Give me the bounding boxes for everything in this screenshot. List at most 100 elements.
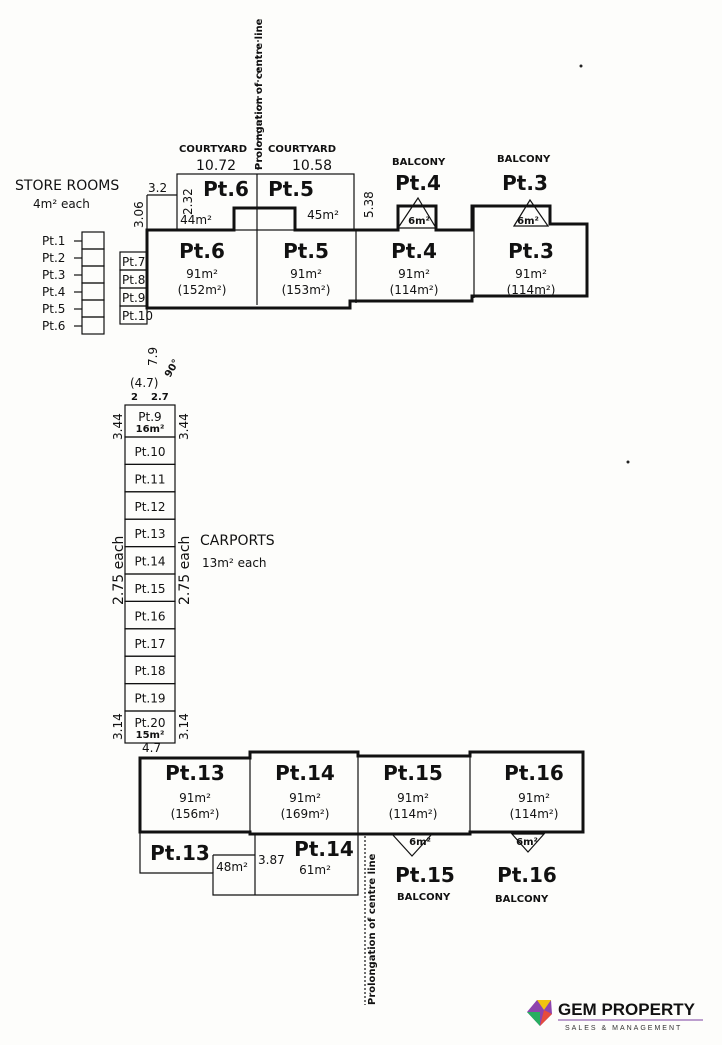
unit-total: (152m²) [178, 283, 227, 297]
top-unit-labels: Pt.6 91m² (152m²) Pt.5 91m² (153m²) Pt.4 91m² (1… [178, 171, 556, 297]
dim-3-87: 3.87 [258, 853, 285, 867]
courtyard-unit-label: Pt.5 [268, 177, 314, 201]
unit-label: Pt.16 [504, 761, 564, 785]
dim-4-7-paren: (4.7) [130, 376, 158, 390]
balcony-unit-label: Pt.16 [497, 863, 557, 887]
balcony-label-pt4: BALCONY [392, 157, 446, 168]
logo-name: GEM PROPERTY [558, 1000, 696, 1019]
balcony-area: 6m² [517, 216, 539, 227]
carport-label: Pt.11 [134, 472, 165, 486]
courtyard-unit-label: Pt.13 [150, 841, 210, 865]
carport-label: Pt.20 [134, 716, 165, 730]
courtyard-boundary [176, 173, 355, 231]
dim-10-58: 10.58 [292, 158, 332, 174]
carport-label: Pt.19 [134, 692, 165, 706]
angle-90: 90° [163, 358, 182, 380]
top-building-outline [145, 204, 589, 310]
unit-area: 91m² [186, 267, 218, 281]
balcony-pt15 [390, 833, 434, 857]
speck [626, 460, 630, 464]
dim-5-38: 5.38 [362, 191, 376, 218]
unit-total: (114m²) [389, 807, 438, 821]
unit-label: Pt.6 [179, 239, 225, 263]
unit-total: (114m²) [507, 283, 556, 297]
carport-area: 16m² [136, 424, 165, 435]
courtyard-area: 45m² [307, 208, 339, 222]
store-rooms-each: 4m² each [33, 197, 90, 211]
balcony-pt16 [510, 833, 546, 853]
balcony-label-pt15: BALCONY [397, 892, 451, 903]
carport-label: Pt.17 [134, 637, 165, 651]
dim-3-2: 3.2 [148, 181, 167, 195]
carport-label: Pt.16 [134, 609, 165, 623]
unit-label: Pt.13 [165, 761, 225, 785]
dim-2-75-right: 2.75 each [177, 536, 193, 605]
unit-label: Pt.15 [383, 761, 443, 785]
unit-total: (156m²) [171, 807, 220, 821]
carport-label: Pt.10 [134, 445, 165, 459]
carports-title: CARPORTS [200, 533, 275, 549]
store-room-label: Pt.1 [42, 234, 65, 248]
unit-label: Pt.14 [275, 761, 335, 785]
carport-label: Pt.9 [138, 410, 161, 424]
courtyard-label-2: COURTYARD [268, 144, 336, 155]
dim-2-75-left: 2.75 each [111, 536, 127, 605]
small-lot-label: Pt.10 [122, 309, 153, 323]
carport-label: Pt.18 [134, 664, 165, 678]
store-room-box [81, 299, 105, 318]
store-room-label: Pt.3 [42, 268, 65, 282]
balcony-unit-label: Pt.3 [502, 171, 548, 195]
carports-each: 13m² each [202, 556, 267, 570]
gem-property-logo: GEM PROPERTY SALES & MANAGEMENT [527, 1000, 703, 1032]
balcony-pt3 [512, 198, 550, 227]
store-room-box [81, 248, 105, 267]
store-rooms-column: Pt.1Pt.2Pt.3Pt.4Pt.5Pt.6 [42, 231, 105, 335]
carport-area: 15m² [136, 730, 165, 741]
dim-7-9: 7.9 [146, 347, 160, 366]
store-room-box [81, 282, 105, 301]
bottom-building-outline [138, 750, 585, 836]
courtyard-unit-label: Pt.14 [294, 837, 354, 861]
carport-label: Pt.13 [134, 527, 165, 541]
balcony-pt4 [396, 196, 438, 229]
unit-label: Pt.3 [508, 239, 554, 263]
small-lot-label: Pt.9 [122, 291, 145, 305]
balcony-label-pt3: BALCONY [497, 154, 551, 165]
unit-total: (169m²) [281, 807, 330, 821]
bottom-unit-labels: Pt.1391m²(156m²)Pt.1491m²(169m²)Pt.1591m… [150, 761, 564, 887]
dim-4-7: 4.7 [142, 741, 161, 755]
unit-area: 91m² [398, 267, 430, 281]
dim-2-7: 2.7 [151, 392, 169, 403]
dim-3-44-right: 3.44 [177, 413, 191, 440]
store-room-label: Pt.4 [42, 285, 65, 299]
dim-10-72: 10.72 [196, 158, 236, 174]
unit-label: Pt.4 [391, 239, 437, 263]
speck [579, 64, 583, 68]
unit-area: 91m² [518, 791, 550, 805]
balcony-area: 6m² [409, 837, 431, 848]
unit-label: Pt.5 [283, 239, 329, 263]
balcony-unit-label: Pt.4 [395, 171, 441, 195]
carport-label: Pt.12 [134, 500, 165, 514]
carport-label: Pt.14 [134, 555, 165, 569]
unit-total: (153m²) [282, 283, 331, 297]
dim-2: 2 [131, 392, 138, 403]
bottom-courtyard-boundary [139, 832, 359, 896]
store-room-label: Pt.2 [42, 251, 65, 265]
logo-tagline: SALES & MANAGEMENT [565, 1025, 682, 1032]
store-room-label: Pt.6 [42, 319, 65, 333]
balcony-label-pt16: BALCONY [495, 894, 549, 905]
courtyard-label-1: COURTYARD [179, 144, 247, 155]
small-lot-label: Pt.8 [122, 273, 145, 287]
carport-label: Pt.15 [134, 582, 165, 596]
dim-3-14-left: 3.14 [111, 713, 125, 740]
small-lot-label: Pt.7 [122, 255, 145, 269]
small-lot-box [119, 305, 148, 325]
courtyard-unit-label: Pt.6 [203, 177, 249, 201]
small-lots-column: Pt.7Pt.8Pt.9Pt.10 [119, 251, 153, 325]
unit-area: 91m² [290, 267, 322, 281]
carport-box [124, 710, 176, 744]
dim-2-32: 2.32 [181, 188, 195, 215]
